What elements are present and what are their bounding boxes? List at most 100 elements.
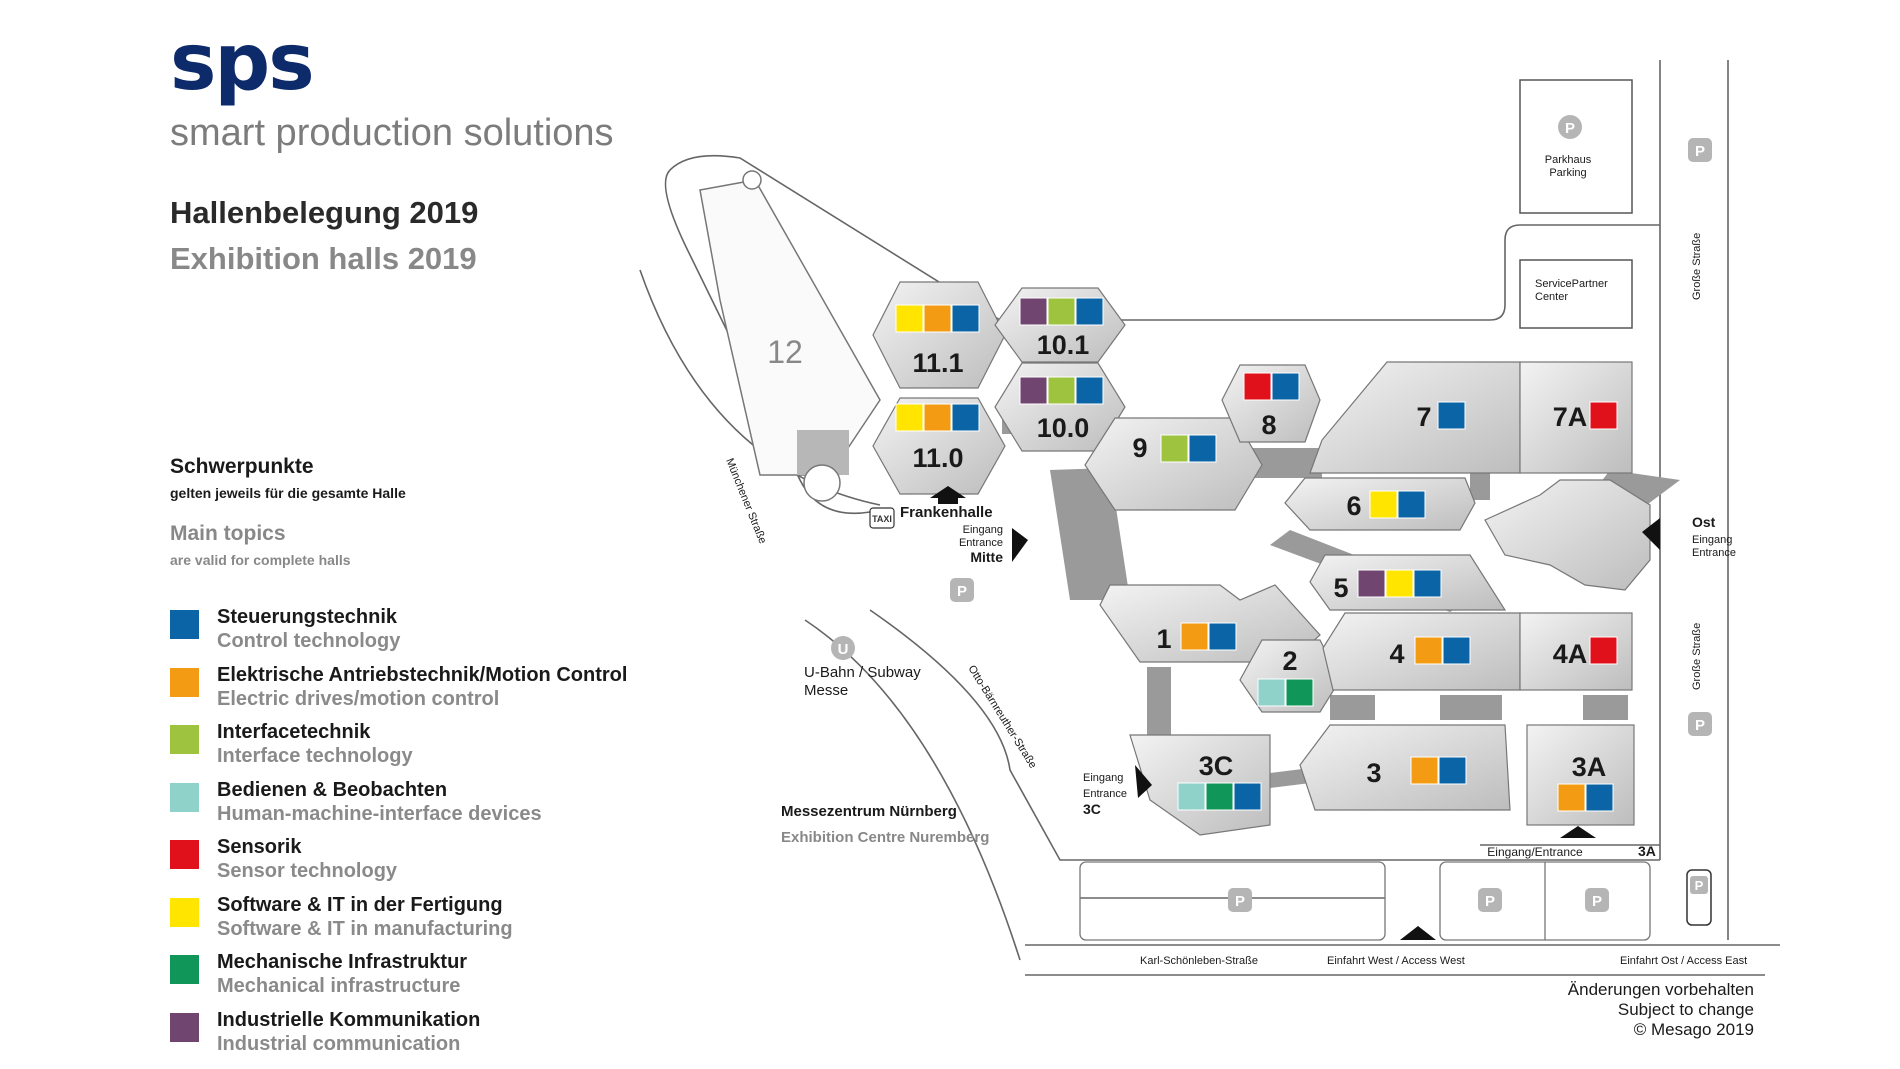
legend-swatch: [170, 897, 199, 927]
entrance-3c-label: 3C: [1083, 801, 1101, 817]
legend-item-drives: Elektrische Antriebstechnik/Motion Contr…: [170, 664, 690, 722]
access-west-arrow-icon: [1400, 926, 1436, 940]
schwerpunkte-subtitle: gelten jeweils für die gesamte Halle: [170, 485, 406, 501]
footer-copyright: © Mesago 2019: [1633, 1020, 1754, 1039]
frankenhalle-arrow-icon: [930, 486, 966, 504]
legend-label-english: Industrial communication: [217, 1032, 461, 1055]
main-topics-heading: Main topics: [170, 522, 286, 545]
hall-number: 10.0: [1037, 413, 1090, 443]
service-partner-label: ServicePartner: [1535, 278, 1608, 290]
topic-square-control: [1208, 622, 1237, 651]
page-title-english: Exhibition halls 2019: [170, 241, 477, 276]
topic-square-control: [1075, 297, 1104, 326]
schwerpunkte-heading: Schwerpunkte: [170, 455, 314, 478]
entrance-mitte-eingang: Eingang: [963, 524, 1003, 536]
grosse-strasse-label-north: Große Straße: [1691, 233, 1703, 300]
hall-number: 2: [1282, 646, 1297, 676]
legend-item-sensor: Sensorik Sensor technology: [170, 836, 690, 894]
legend-swatch: [170, 667, 199, 697]
legend-label-german: Steuerungstechnik: [217, 606, 398, 628]
legend-label-english: Interface technology: [217, 745, 413, 767]
svg-text:P: P: [1235, 893, 1245, 910]
footer-line-german: Änderungen vorbehalten: [1567, 980, 1754, 999]
hall-topic-squares: [895, 297, 1618, 812]
main-topics-subtitle: are valid for complete halls: [170, 552, 351, 568]
svg-text:TAXI: TAXI: [872, 514, 892, 524]
entrance-3c-eingang: Eingang: [1083, 772, 1123, 784]
hall-number: 3: [1366, 758, 1381, 788]
legend-label-english: Software & IT in manufacturing: [217, 917, 513, 940]
parking-icon: P: [1688, 138, 1712, 162]
brand-tagline: smart production solutions: [170, 112, 614, 154]
legend-label-english: Sensor technology: [217, 860, 398, 882]
ubahn-icon: U: [831, 636, 855, 660]
parking-icon: P: [1688, 712, 1712, 736]
topic-square-control: [1188, 434, 1217, 463]
topic-square-software: [1369, 490, 1398, 519]
hall-number: 6: [1346, 491, 1361, 521]
service-partner-center-building: [1519, 259, 1633, 329]
hall-3-building: [1299, 724, 1511, 811]
topic-square-control: [951, 304, 980, 333]
topic-square-drives: [1557, 783, 1586, 812]
parkhaus-parking-icon: P: [1558, 115, 1582, 139]
topic-square-communication: [1019, 297, 1048, 326]
messezentrum-label: Messezentrum Nürnberg: [781, 803, 957, 820]
topic-square-control: [1438, 756, 1467, 785]
footer-notice: Änderungen vorbehalten Subject to change…: [1568, 980, 1754, 1040]
hall-number: 3C: [1199, 751, 1234, 781]
topic-square-communication: [1357, 569, 1386, 598]
hall-number: 5: [1333, 573, 1348, 603]
messe-label: Messe: [804, 682, 848, 699]
legend-item-control: Steuerungstechnik Control technology: [170, 606, 690, 664]
svg-text:U: U: [838, 641, 849, 658]
topic-square-software: [895, 304, 924, 333]
svg-text:P: P: [957, 583, 967, 600]
topic-square-hmi: [1257, 678, 1286, 707]
hall-7-building: [1309, 361, 1521, 474]
road-outlines: [639, 60, 1780, 976]
entrance-mitte-label: Mitte: [970, 549, 1003, 565]
entrance-3a-arrow-icon: [1560, 826, 1596, 838]
entrance-ost-label: Ost: [1692, 514, 1716, 530]
entrance-arrows: [930, 486, 1660, 940]
legend-swatch: [170, 725, 199, 754]
svg-text:P: P: [1592, 893, 1602, 910]
hall-number: 10.1: [1037, 330, 1090, 360]
sps-logo: sps: [170, 18, 315, 108]
topic-square-interface: [1047, 297, 1076, 326]
footer-line-english: Subject to change: [1617, 1000, 1754, 1019]
hall-number: 1: [1156, 624, 1171, 654]
east-entrance-building: [1484, 479, 1651, 591]
legend-swatch: [170, 1012, 199, 1042]
topic-square-control: [1233, 782, 1262, 811]
topic-square-drives: [1414, 636, 1443, 665]
entrance-3a-label: Eingang/Entrance: [1487, 845, 1583, 859]
topic-square-drives: [923, 403, 952, 432]
legend-swatch: [170, 955, 199, 984]
parking-label: Parking: [1549, 167, 1586, 179]
hall-number: 12: [767, 334, 803, 370]
topic-square-mechanical: [1205, 782, 1234, 811]
entrance-3a-code: 3A: [1638, 843, 1656, 859]
svg-text:P: P: [1695, 143, 1705, 160]
mitte-arrow-icon: [1012, 528, 1028, 562]
otto-baernreuther-strasse-label: Otto-Bärnreuther-Straße: [965, 663, 1038, 770]
topic-square-control: [1075, 376, 1104, 405]
topic-square-mechanical: [1285, 678, 1314, 707]
hall-number: 4: [1389, 639, 1404, 669]
svg-text:P: P: [1565, 120, 1575, 137]
legend-label-german: Elektrische Antriebstechnik/Motion Contr…: [217, 663, 628, 686]
hall-number: 9: [1132, 433, 1147, 463]
legend-label-english: Control technology: [217, 630, 401, 652]
svg-text:P: P: [1695, 878, 1704, 893]
topic-square-sensor: [1243, 372, 1272, 401]
legend-label-english: Mechanical infrastructure: [217, 975, 461, 997]
hall-number: 8: [1261, 410, 1276, 440]
topic-square-drives: [923, 304, 952, 333]
side-buildings: [1519, 79, 1633, 329]
exhibition-centre-label: Exhibition Centre Nuremberg: [781, 829, 989, 846]
topic-square-sensor: [1589, 401, 1618, 430]
svg-text:P: P: [1485, 893, 1495, 910]
